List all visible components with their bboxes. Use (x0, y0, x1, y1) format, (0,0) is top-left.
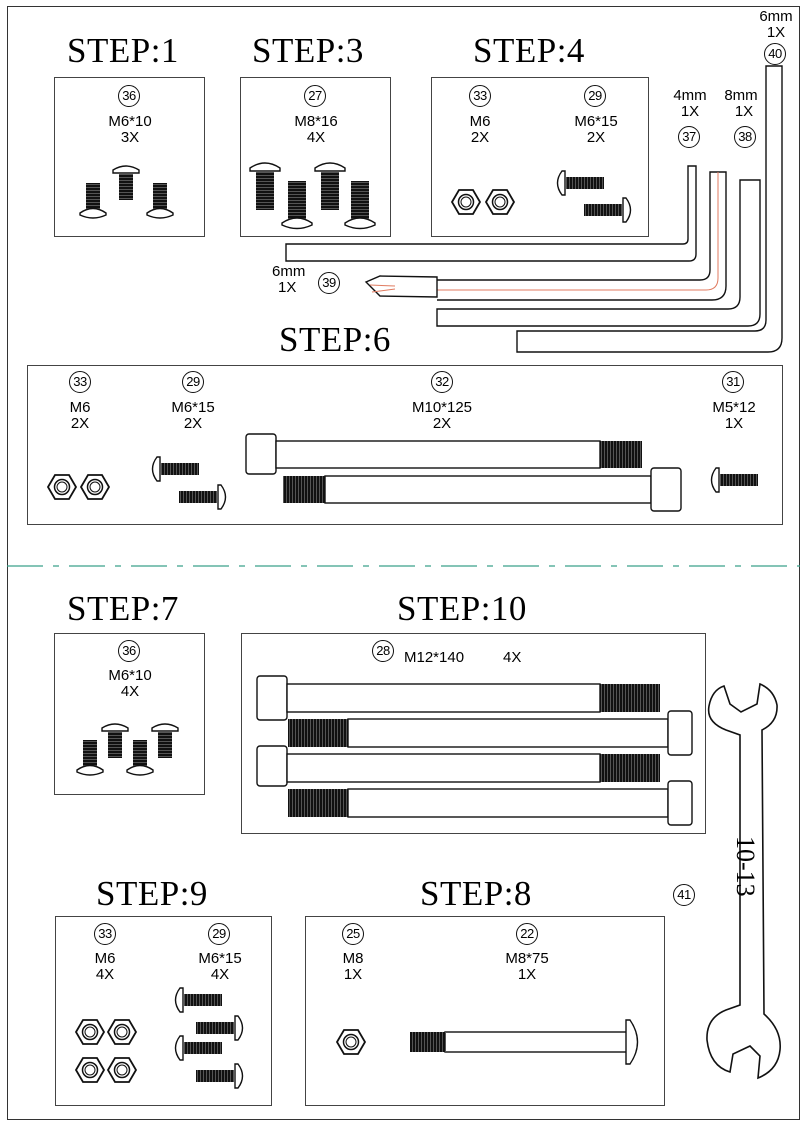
tool-number-badge: 37 (678, 126, 700, 148)
step-10-parts-box (241, 633, 706, 834)
tool-size: 4mm (673, 87, 707, 104)
step-10-heading: STEP:10 (397, 589, 527, 628)
part-qty: 1X (724, 415, 744, 432)
step-1-parts-box (54, 77, 205, 237)
tool-size: 8mm (724, 87, 758, 104)
part-size: M6 (94, 950, 116, 967)
part-number-badge: 28 (372, 640, 394, 662)
part-qty: 1X (517, 966, 537, 983)
part-size: M8 (342, 950, 364, 967)
tool-number-badge: 39 (318, 272, 340, 294)
part-qty: 2X (586, 129, 606, 146)
part-number-badge: 32 (431, 371, 453, 393)
part-qty: 4X (503, 649, 522, 666)
tool-number-badge: 40 (764, 43, 786, 65)
part-qty: 4X (120, 683, 140, 700)
step-9-heading: STEP:9 (96, 874, 208, 913)
part-size: M6*10 (108, 667, 152, 684)
part-number-badge: 25 (342, 923, 364, 945)
part-size: M8*75 (505, 950, 549, 967)
part-number-badge: 29 (208, 923, 230, 945)
step-9-parts-box (55, 916, 272, 1106)
part-qty: 2X (183, 415, 203, 432)
part-number-badge: 33 (94, 923, 116, 945)
step-6-heading: STEP:6 (279, 320, 391, 359)
part-number-badge: 29 (584, 85, 606, 107)
part-size: M5*12 (712, 399, 756, 416)
tool-qty: 1X (734, 103, 754, 120)
part-number-badge: 33 (469, 85, 491, 107)
part-qty: 2X (70, 415, 90, 432)
step-3-parts-box (240, 77, 391, 237)
wrench-size-text: 10-13 (731, 836, 760, 897)
tool-size: 6mm (272, 263, 306, 280)
part-number-badge: 36 (118, 640, 140, 662)
part-qty: 2X (432, 415, 452, 432)
part-number-badge: 27 (304, 85, 326, 107)
part-size: M8*16 (294, 113, 338, 130)
tool-number-badge: 38 (734, 126, 756, 148)
part-size: M6*10 (108, 113, 152, 130)
part-qty: 3X (120, 129, 140, 146)
step-6-parts-box (27, 365, 783, 525)
step-3-heading: STEP:3 (252, 31, 364, 70)
part-number-badge: 31 (722, 371, 744, 393)
part-number-badge: 33 (69, 371, 91, 393)
step-4-parts-box (431, 77, 649, 237)
part-qty: 1X (343, 966, 363, 983)
tool-qty: 1X (766, 24, 786, 41)
step-4-heading: STEP:4 (473, 31, 585, 70)
part-size: M6*15 (171, 399, 215, 416)
step-7-parts-box (54, 633, 205, 795)
part-qty: 4X (210, 966, 230, 983)
tool-qty: 1X (278, 279, 297, 296)
part-size: M6*15 (198, 950, 242, 967)
step-8-heading: STEP:8 (420, 874, 532, 913)
part-number-badge: 29 (182, 371, 204, 393)
part-qty: 2X (470, 129, 490, 146)
part-size: M10*125 (411, 399, 473, 416)
tool-number-badge: 41 (673, 884, 695, 906)
tool-size: 6mm (759, 8, 793, 25)
part-size: M6 (469, 113, 491, 130)
part-number-badge: 36 (118, 85, 140, 107)
part-qty: 4X (306, 129, 326, 146)
part-size: M12*140 (404, 649, 465, 666)
tool-qty: 1X (680, 103, 700, 120)
step-8-parts-box (305, 916, 665, 1106)
step-7-heading: STEP:7 (67, 589, 179, 628)
page-frame (7, 6, 800, 1120)
part-number-badge: 22 (516, 923, 538, 945)
part-size: M6 (69, 399, 91, 416)
part-qty: 4X (95, 966, 115, 983)
part-size: M6*15 (574, 113, 618, 130)
step-1-heading: STEP:1 (67, 31, 179, 70)
